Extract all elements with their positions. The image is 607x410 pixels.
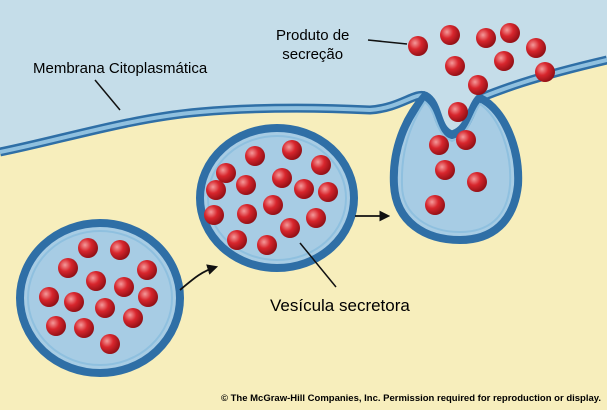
granule — [467, 172, 487, 192]
label-secretory-vesicle: Vesícula secretora — [270, 296, 410, 315]
secreted-granules — [408, 23, 555, 95]
granule — [46, 316, 66, 336]
granule — [204, 205, 224, 225]
membrane-leader-line — [94, 79, 121, 111]
granule — [282, 140, 302, 160]
granule — [500, 23, 520, 43]
granule — [280, 218, 300, 238]
granule — [263, 195, 283, 215]
arrow-vesicle-to-vesicle — [179, 264, 219, 291]
granule — [429, 135, 449, 155]
granule — [137, 260, 157, 280]
copyright-notice: © The McGraw-Hill Companies, Inc. Permis… — [220, 393, 601, 404]
granule — [425, 195, 445, 215]
vesicle-left-inner — [27, 230, 173, 366]
granule — [64, 292, 84, 312]
fusing-vesicle-inner — [400, 100, 512, 234]
granule — [294, 179, 314, 199]
fusing-vesicle — [389, 91, 523, 245]
granule — [114, 277, 134, 297]
vesicle-middle-inner — [207, 135, 347, 261]
granule — [236, 175, 256, 195]
granule — [216, 163, 236, 183]
granule — [526, 38, 546, 58]
granule — [78, 238, 98, 258]
granule — [86, 271, 106, 291]
product-leader-line — [367, 39, 408, 45]
granule — [494, 51, 514, 71]
granule — [58, 258, 78, 278]
granule — [311, 155, 331, 175]
vesicle-left — [16, 219, 184, 377]
granule — [95, 298, 115, 318]
granule — [227, 230, 247, 250]
granule — [476, 28, 496, 48]
granule — [237, 204, 257, 224]
granule — [206, 180, 226, 200]
granule — [448, 102, 468, 122]
granule — [318, 182, 338, 202]
granule — [245, 146, 265, 166]
granules-vesicle-left — [39, 238, 158, 354]
granule — [306, 208, 326, 228]
granule — [440, 25, 460, 45]
granule — [138, 287, 158, 307]
granules-fusing-vesicle — [425, 102, 487, 215]
granule — [456, 130, 476, 150]
label-secretion-product-line1: Produto de — [276, 27, 350, 44]
granule — [74, 318, 94, 338]
granule — [100, 334, 120, 354]
granule — [257, 235, 277, 255]
granule — [468, 75, 488, 95]
granule — [272, 168, 292, 188]
label-secretion-product: Produto de secreção — [276, 26, 349, 64]
granule — [535, 62, 555, 82]
label-plasma-membrane: Membrana Citoplasmática — [33, 60, 208, 77]
granule — [445, 56, 465, 76]
granule — [408, 36, 428, 56]
vesicle-leader-line — [299, 242, 337, 288]
granules-vesicle-middle — [204, 140, 338, 255]
granule — [39, 287, 59, 307]
label-secretion-product-line2: secreção — [282, 46, 344, 63]
granule — [123, 308, 143, 328]
granule — [110, 240, 130, 260]
granule — [435, 160, 455, 180]
